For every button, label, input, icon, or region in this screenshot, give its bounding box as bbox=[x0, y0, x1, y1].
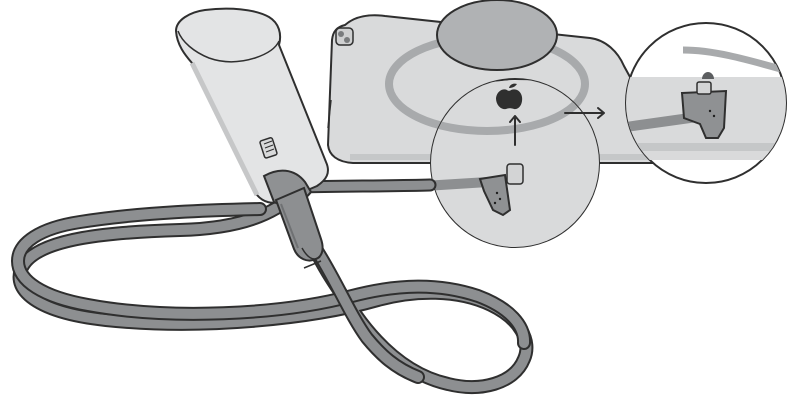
camera-module-icon bbox=[336, 28, 353, 45]
zoom-callout-right bbox=[626, 23, 788, 183]
magnetic-disc bbox=[437, 0, 557, 70]
